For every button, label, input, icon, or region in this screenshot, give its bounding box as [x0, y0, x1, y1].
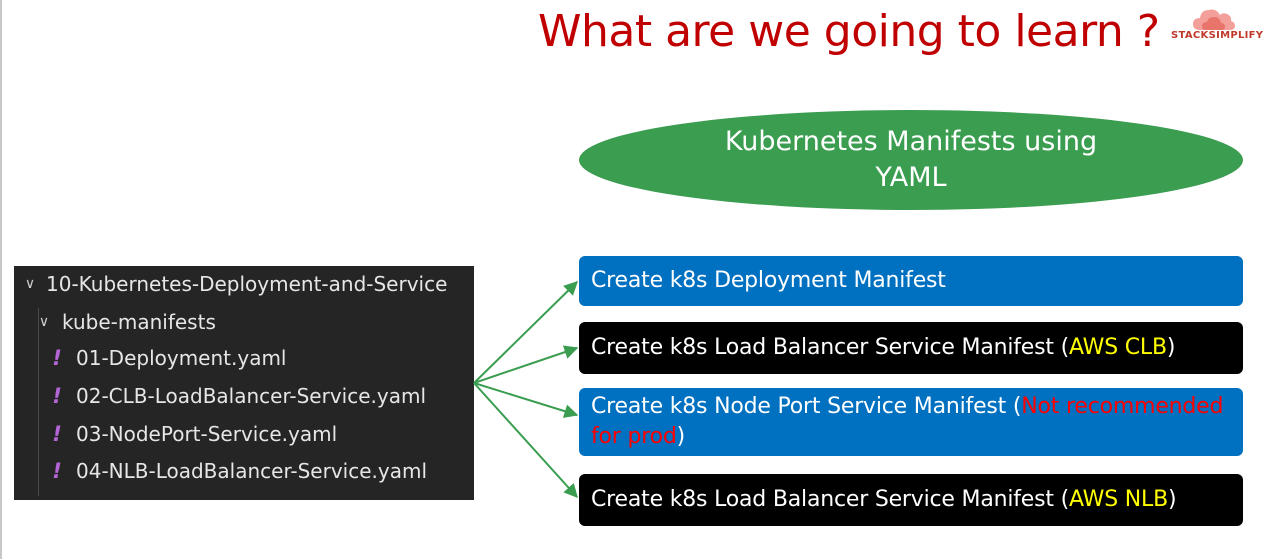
folder-label-root: 10-Kubernetes-Deployment-and-Service [46, 272, 448, 296]
topic-deployment-manifest: Create k8s Deployment Manifest [579, 256, 1243, 306]
yaml-file-icon: ! [52, 384, 62, 408]
topic-warning-line-2: for prod [591, 424, 677, 449]
topic-nodeport-service-manifest: Create k8s Node Port Service Manifest (N… [579, 388, 1243, 456]
topic-ellipse: Kubernetes Manifests using YAML [579, 110, 1243, 210]
topic-clb-service-manifest: Create k8s Load Balancer Service Manifes… [579, 322, 1243, 374]
arrow-to-topic-1 [473, 281, 578, 384]
file-explorer-panel: ∨ 10-Kubernetes-Deployment-and-Service ∨… [14, 266, 474, 500]
topic-suffix: ) [1167, 487, 1177, 512]
cloud-icon [1193, 9, 1235, 30]
topic-suffix: ) [1166, 335, 1176, 360]
tree-folder-root[interactable]: ∨ 10-Kubernetes-Deployment-and-Service [18, 269, 448, 299]
file-label: 01-Deployment.yaml [76, 346, 287, 370]
chevron-down-icon: ∨ [24, 276, 36, 292]
left-border [0, 0, 2, 559]
ellipse-line-1: Kubernetes Manifests using [724, 126, 1098, 157]
chevron-down-icon: ∨ [38, 314, 50, 330]
yaml-file-icon: ! [52, 422, 62, 446]
stacksimplify-logo: STACKSIMPLIFY [1168, 6, 1264, 46]
ellipse-line-2: YAML [875, 162, 947, 193]
topic-nlb-service-manifest: Create k8s Load Balancer Service Manifes… [579, 474, 1243, 526]
file-label: 02-CLB-LoadBalancer-Service.yaml [76, 384, 427, 408]
logo-wordmark: STACKSIMPLIFY [1171, 30, 1264, 41]
file-label: 03-NodePort-Service.yaml [76, 422, 338, 446]
file-label: 04-NLB-LoadBalancer-Service.yaml [76, 459, 428, 483]
slide-title: What are we going to learn ? [538, 6, 1160, 57]
topic-text: Create k8s Load Balancer Service Manifes… [591, 335, 1069, 360]
topic-suffix: ) [676, 424, 686, 449]
topic-text: Create k8s Deployment Manifest [591, 268, 946, 293]
topic-highlight: AWS NLB [1069, 487, 1168, 512]
tree-folder-kube-manifests[interactable]: ∨ kube-manifests [32, 307, 216, 337]
tree-file-02[interactable]: ! 02-CLB-LoadBalancer-Service.yaml [46, 381, 426, 411]
topic-text: Create k8s Load Balancer Service Manifes… [591, 487, 1069, 512]
tree-file-04[interactable]: ! 04-NLB-LoadBalancer-Service.yaml [46, 456, 427, 486]
arrow-to-topic-2 [473, 345, 579, 384]
yaml-file-icon: ! [52, 459, 62, 483]
topic-text: Create k8s Node Port Service Manifest ( [591, 394, 1022, 419]
yaml-file-icon: ! [52, 346, 62, 370]
topic-highlight: AWS CLB [1069, 335, 1167, 360]
topic-warning-line-1: Not recommended [1021, 394, 1224, 419]
tree-file-03[interactable]: ! 03-NodePort-Service.yaml [46, 419, 337, 449]
indent-guide [38, 308, 39, 496]
tree-file-01[interactable]: ! 01-Deployment.yaml [46, 343, 287, 373]
folder-label-kube-manifests: kube-manifests [62, 310, 216, 334]
arrow-to-topic-4 [473, 382, 578, 499]
arrow-to-topic-3 [473, 382, 579, 418]
